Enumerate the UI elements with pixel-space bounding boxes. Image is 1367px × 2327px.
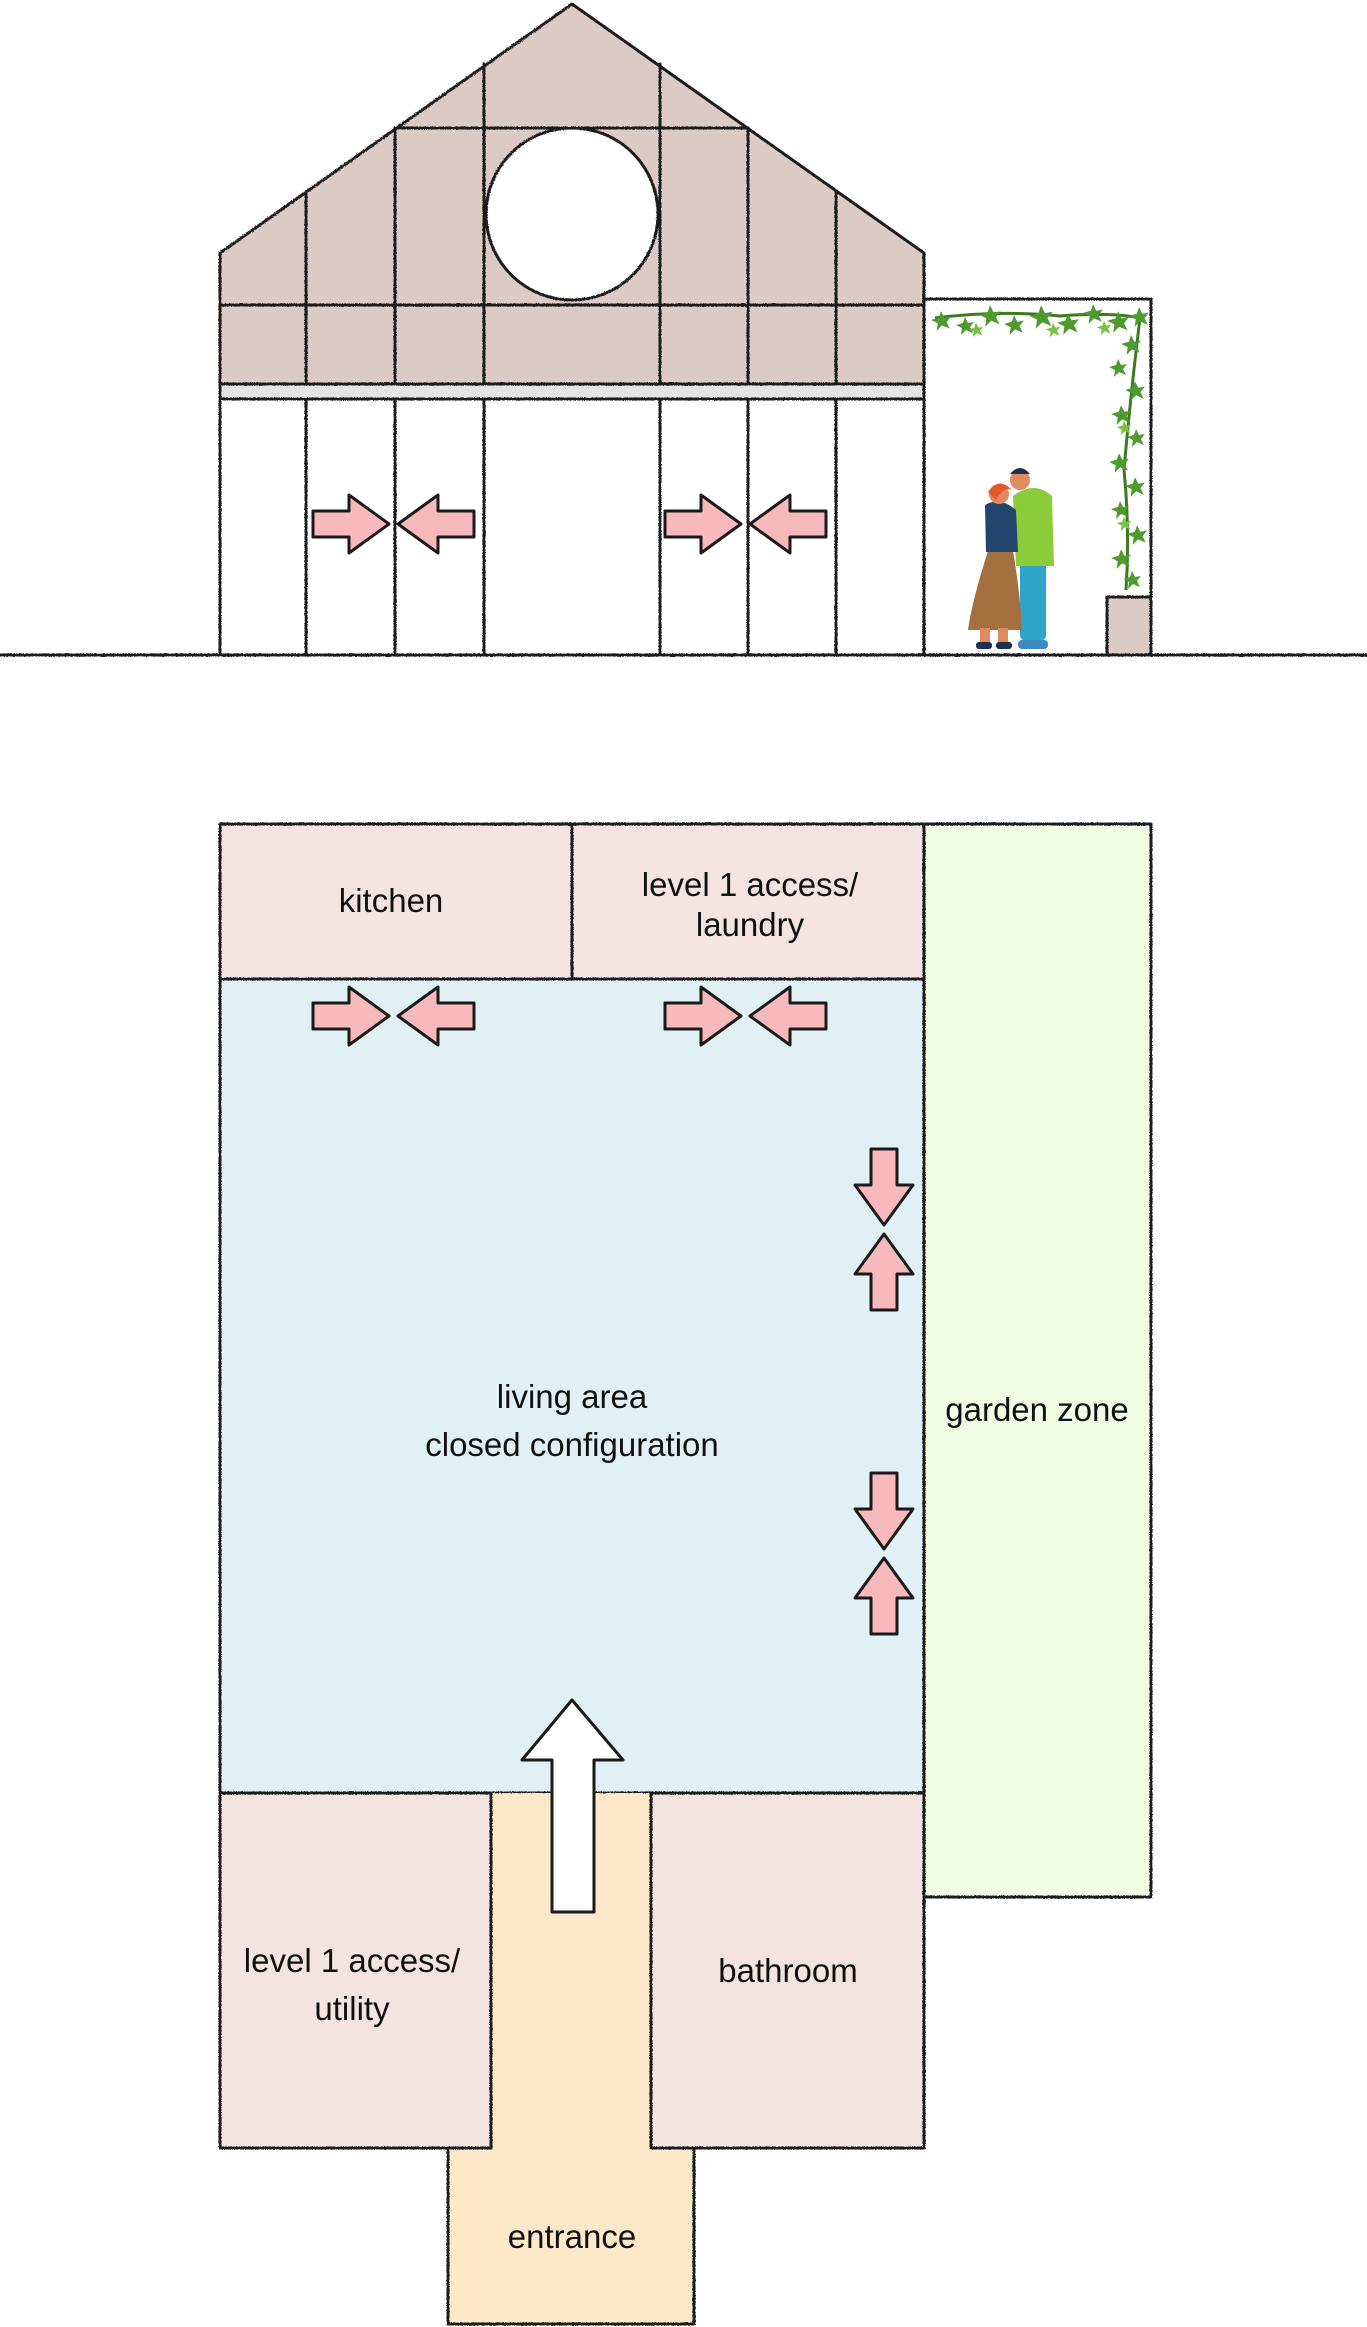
roof-grid: [218, 62, 926, 386]
laundry-room: [570, 822, 926, 981]
laundry-label: level 1 access/: [642, 866, 859, 903]
garden-zone: [922, 822, 1153, 1899]
living-area: [218, 977, 926, 1795]
planter: [1105, 595, 1153, 657]
ivy-vine-icon: [931, 304, 1149, 591]
bathroom-room: [649, 1791, 926, 2150]
couple-figure-icon: [968, 468, 1054, 649]
garden-label: garden zone: [945, 1391, 1128, 1428]
round-window: [484, 126, 660, 302]
eave-band: [218, 382, 926, 401]
bathroom-label: bathroom: [718, 1952, 857, 1989]
entrance-label: entrance: [508, 2218, 636, 2255]
kitchen-room: [218, 822, 574, 981]
utility-room: [218, 1791, 493, 2150]
utility-label: level 1 access/: [244, 1942, 461, 1979]
utility-label-2: utility: [314, 1990, 390, 2027]
facade-panels: [304, 397, 838, 657]
elevation-view: [0, 2, 1367, 657]
living-label: living area: [497, 1378, 648, 1415]
floor-plan: [218, 822, 1153, 2326]
entry-arrow-up-icon: [520, 1698, 625, 1914]
laundry-label-2: laundry: [696, 906, 805, 943]
living-config-label: closed configuration: [425, 1426, 719, 1463]
room-labels: kitchen level 1 access/ laundry living a…: [244, 866, 1129, 2255]
kitchen-label: kitchen: [339, 882, 444, 919]
